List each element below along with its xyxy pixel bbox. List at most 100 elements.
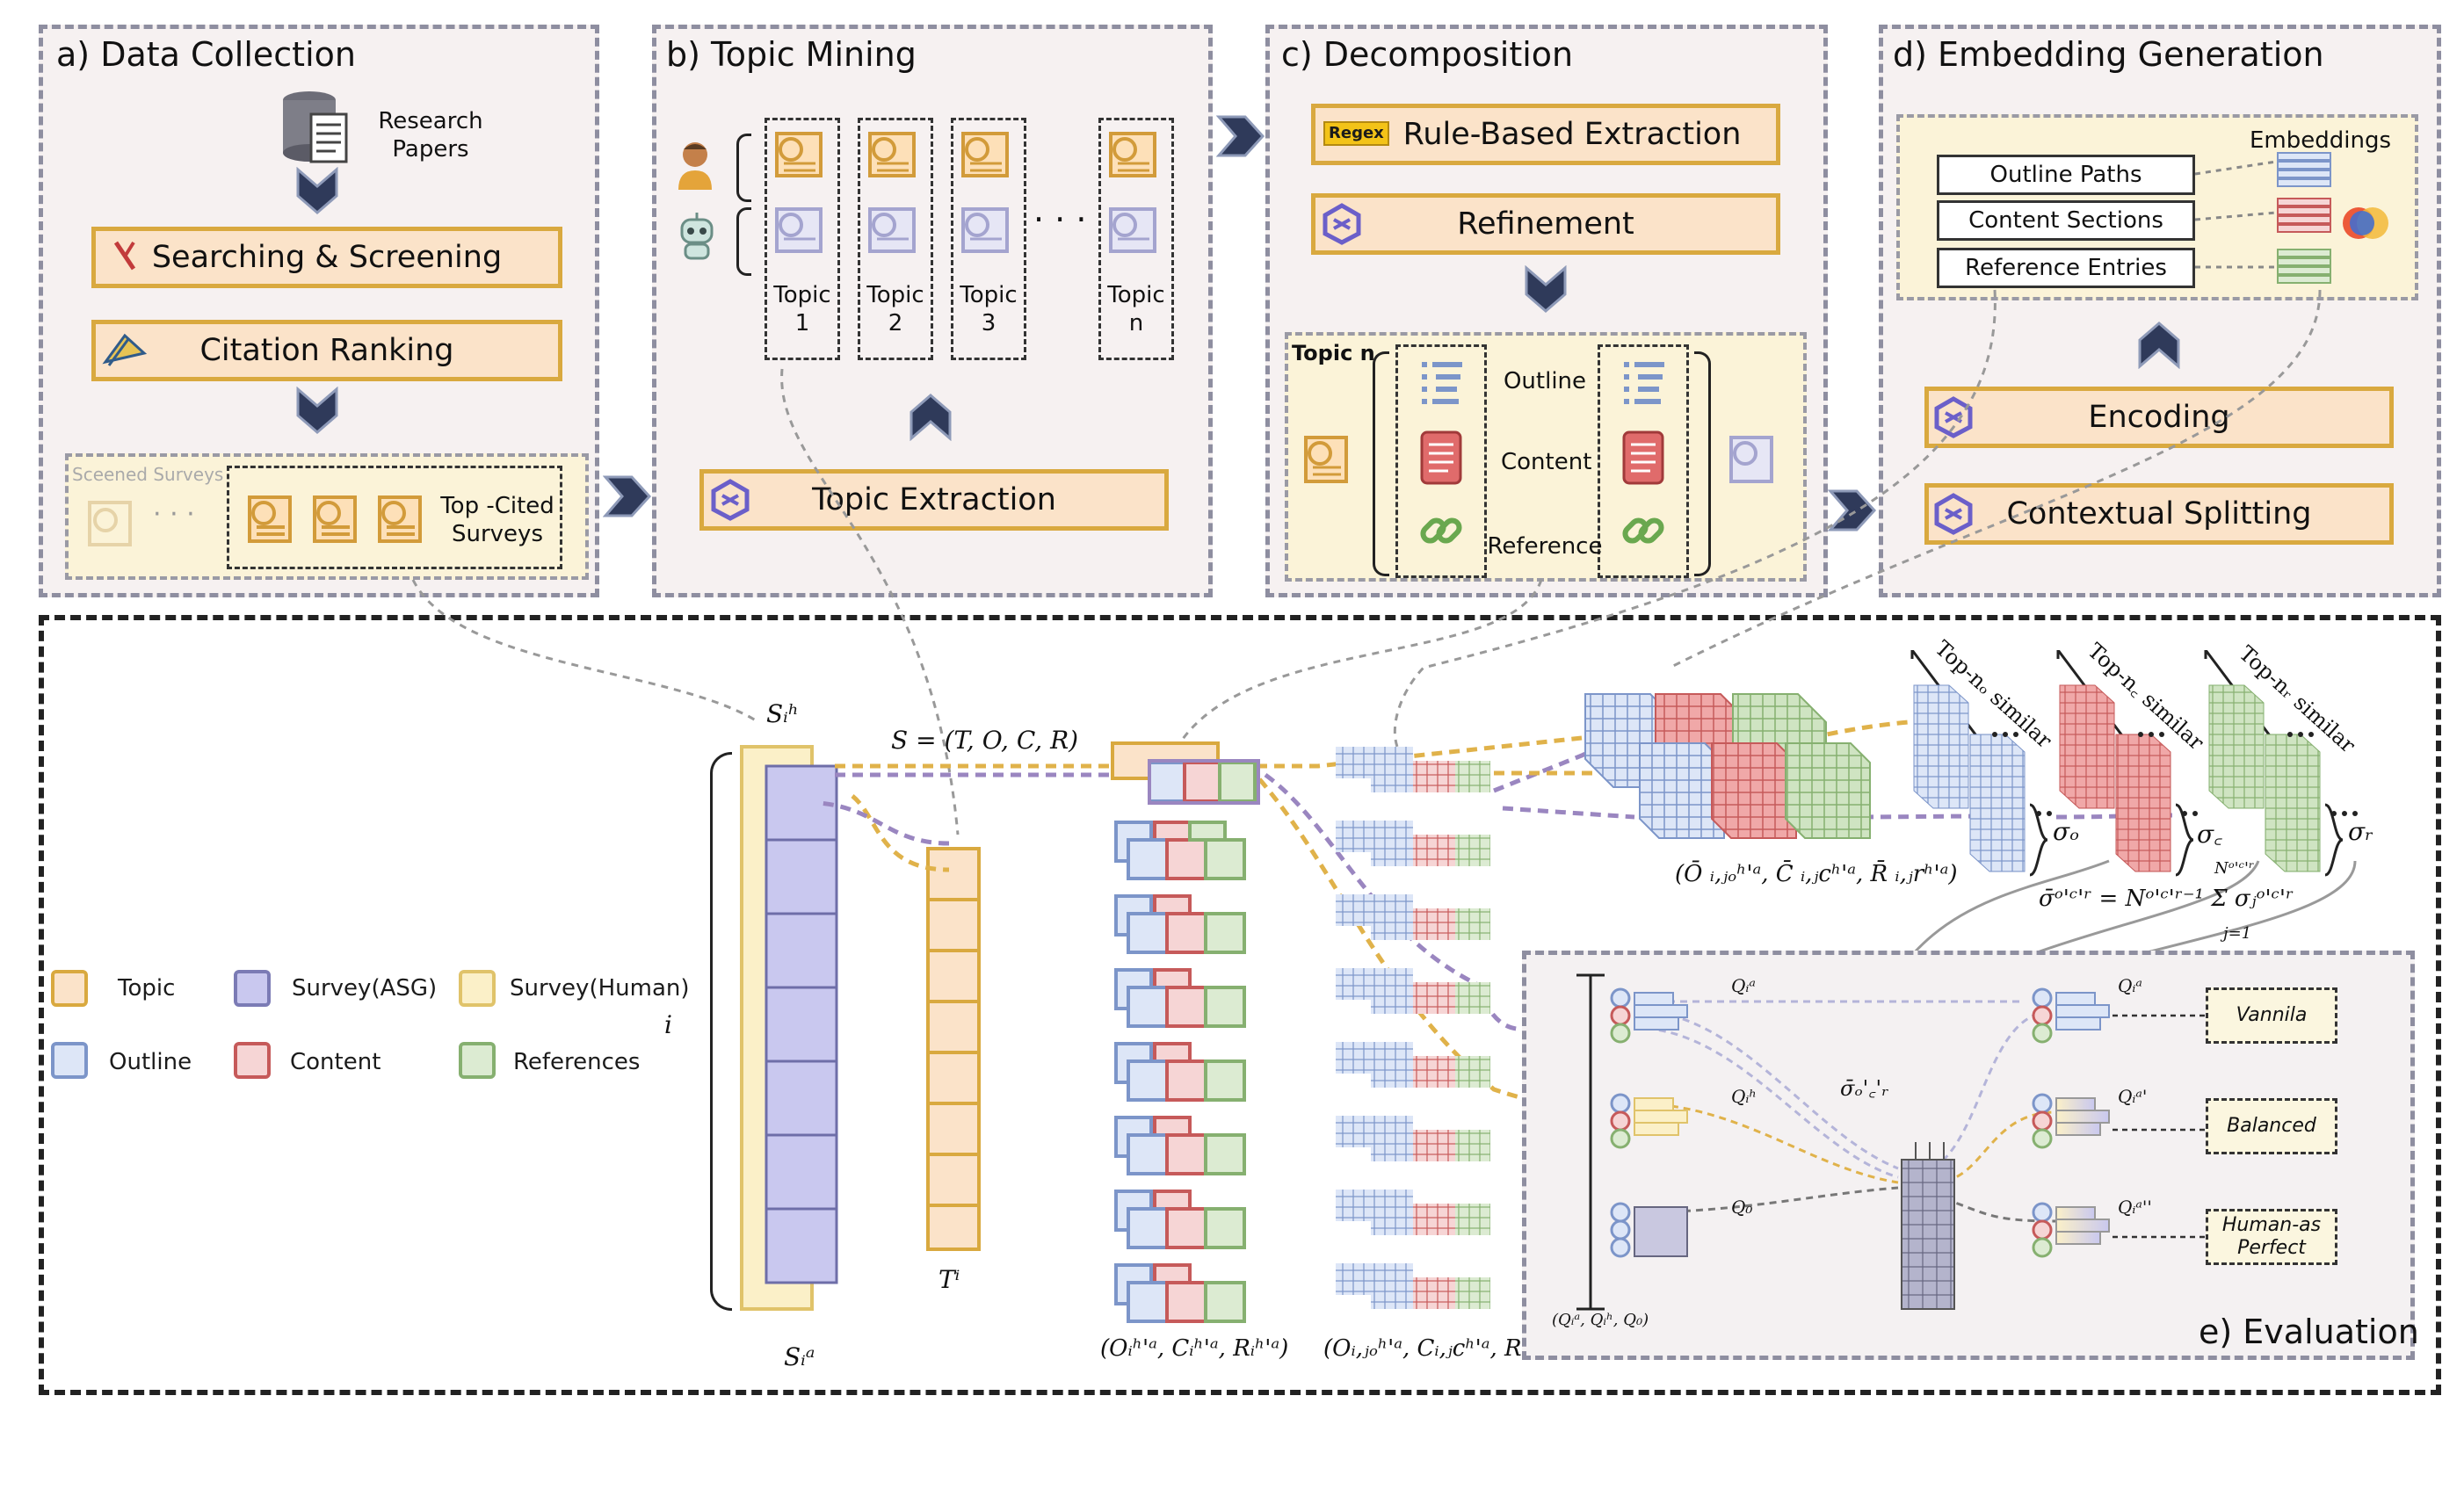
searching-screening-label: Searching & Screening	[151, 240, 503, 275]
topn-blocks	[1910, 650, 2358, 877]
qa-prime-label: Qᵢᵃ'	[2118, 1086, 2148, 1107]
link-icon-2	[1622, 517, 1664, 544]
topic-n-label: Topic n	[1107, 282, 1165, 336]
parts-frame-left	[1395, 344, 1487, 578]
legend-survey-human-label: Survey(Human)	[510, 975, 690, 1002]
topic-n-header: Topic n	[1292, 341, 1375, 365]
qh-label: Qᵢʰ	[1731, 1086, 1757, 1107]
balanced-box: Balanced	[2206, 1098, 2337, 1154]
contextual-splitting-box: Contextual Splitting	[1924, 483, 2394, 545]
citation-ranking-label: Citation Ranking	[199, 333, 454, 368]
s-definition: S = (T, O, C, R)	[891, 726, 1079, 755]
survey-icon-1	[248, 495, 292, 543]
sigma-formula: σ̄ᵒ'ᶜ'ʳ = Nᵒ'ᶜ'ʳ⁻¹ Σ σⱼᵒ'ᶜ'ʳ	[2039, 886, 2294, 912]
balanced-label: Balanced	[2227, 1115, 2316, 1137]
panel-e-title: e) Evaluation	[2199, 1313, 2419, 1351]
ocr-label: (Oᵢʰ'ᵃ, Cᵢʰ'ᵃ, Rᵢʰ'ᵃ)	[1100, 1335, 1289, 1362]
outline-icon	[1422, 362, 1462, 404]
legend-references-swatch	[459, 1042, 496, 1079]
panel-a-title: a) Data Collection	[56, 35, 356, 74]
decomposition-detail-box	[1285, 332, 1807, 582]
human-as-perfect-box: Human-as Perfect	[2206, 1209, 2337, 1265]
faded-survey-icon-c	[1729, 436, 1773, 483]
legend-content-swatch	[234, 1042, 271, 1079]
legend-references-label: References	[513, 1049, 641, 1075]
screened-surveys-label: Sceened Surveys	[72, 464, 224, 485]
topic-column-2	[858, 118, 933, 360]
research-papers-label: Research Papers	[378, 108, 483, 163]
brace-human	[736, 134, 751, 202]
ranking-icon	[102, 333, 148, 366]
content-sections-label: Content Sections	[1968, 207, 2163, 234]
vanilla-box: Vannila	[2206, 987, 2337, 1044]
outline-icon-2	[1624, 362, 1664, 404]
vec-label: (Ō ᵢ,ⱼₒʰ'ᵃ, C̄ ᵢ,ⱼcʰ'ᵃ, R̄ ᵢ,ⱼrʰ'ᵃ)	[1675, 861, 1958, 887]
chevron-down-icon	[296, 167, 338, 214]
chevron-right-icon-b	[1216, 115, 1265, 157]
i-label: i	[664, 1010, 672, 1039]
legend-outline-swatch	[51, 1042, 88, 1079]
contextual-splitting-label: Contextual Splitting	[2006, 496, 2312, 532]
topic-column-3	[951, 118, 1026, 360]
vanilla-label: Vannila	[2236, 1004, 2308, 1026]
q0-label: Q₀	[1731, 1197, 1753, 1218]
outline-paths-box: Outline Paths	[1937, 155, 2195, 195]
chevron-down-icon-c	[1525, 265, 1567, 313]
encoding-box: Encoding	[1924, 387, 2394, 448]
robot-icon	[680, 213, 714, 260]
content-sections-box: Content Sections	[1937, 200, 2195, 241]
reference-part-label: Reference	[1487, 533, 1603, 560]
qa-dprime-label: Qᵢᵃ''	[2118, 1197, 2152, 1218]
sigma-ocr-bar-label: σ̄ₒ'꜀'ᵣ	[1840, 1076, 1889, 1101]
human-icon	[678, 142, 712, 190]
sum-bottom-label: j=1	[2223, 924, 2252, 943]
topic-matrix	[926, 847, 981, 1251]
panel-b-title: b) Topic Mining	[666, 35, 917, 74]
legend-content-label: Content	[290, 1049, 381, 1075]
reference-entries-box: Reference Entries	[1937, 248, 2195, 288]
panel-c-title: c) Decomposition	[1281, 35, 1574, 74]
topic-dots: · · ·	[1033, 200, 1087, 239]
outline-paths-label: Outline Paths	[1989, 162, 2142, 188]
refinement-label: Refinement	[1457, 206, 1634, 242]
qa-label: Qᵢᵃ	[1731, 975, 1756, 996]
s-h-label: Sᵢʰ	[766, 699, 799, 728]
topic-extraction-label: Topic Extraction	[812, 482, 1056, 517]
chevron-down-icon-2	[296, 387, 338, 434]
legend-survey-asg-swatch	[234, 970, 271, 1007]
filter-icon	[113, 241, 136, 271]
llm-icon-b	[711, 479, 750, 521]
topic-extraction-box: Topic Extraction	[699, 469, 1169, 531]
s-a-label: Sᵢᵃ	[784, 1342, 815, 1371]
chevron-right-icon-a	[603, 475, 652, 517]
embedding-vectors	[2195, 152, 2388, 284]
chevron-up-icon-b	[910, 394, 952, 441]
legend-survey-human-swatch	[459, 970, 496, 1007]
evaluation-diagram	[1576, 973, 2206, 1311]
embeddings-label: Embeddings	[2250, 127, 2392, 154]
brace-robot	[736, 207, 751, 276]
refinement-box: Refinement	[1311, 193, 1780, 255]
rule-based-label: Rule-Based Extraction	[1402, 117, 1742, 152]
content-icon	[1420, 430, 1462, 485]
llm-icon-d2	[1934, 493, 1973, 535]
top-cited-label: Top -Cited Surveys	[440, 493, 554, 547]
brace-right-c	[1694, 351, 1711, 576]
panel-d-title: d) Embedding Generation	[1893, 35, 2324, 74]
sigma-o-label: σₒ	[2053, 817, 2079, 846]
screened-dots: · · ·	[153, 499, 195, 530]
chevron-up-icon-d	[2138, 322, 2180, 369]
qa-right-label: Qᵢᵃ	[2118, 975, 2142, 996]
reference-entries-label: Reference Entries	[1965, 255, 2167, 281]
parts-frame-right	[1598, 344, 1689, 578]
brace-left-c	[1373, 351, 1389, 576]
human-as-perfect-label: Human-as Perfect	[2221, 1214, 2322, 1259]
screened-surveys-box	[65, 453, 589, 580]
survey-icon-3	[378, 495, 422, 543]
pipeline-frame	[39, 615, 2441, 1395]
survey-icon-2	[313, 495, 357, 543]
topic-column-1	[765, 118, 840, 360]
topic-2-label: Topic 2	[866, 282, 924, 336]
ocr-stack	[1111, 741, 1260, 1323]
sigma-c-label: σ꜀	[2197, 820, 2222, 849]
